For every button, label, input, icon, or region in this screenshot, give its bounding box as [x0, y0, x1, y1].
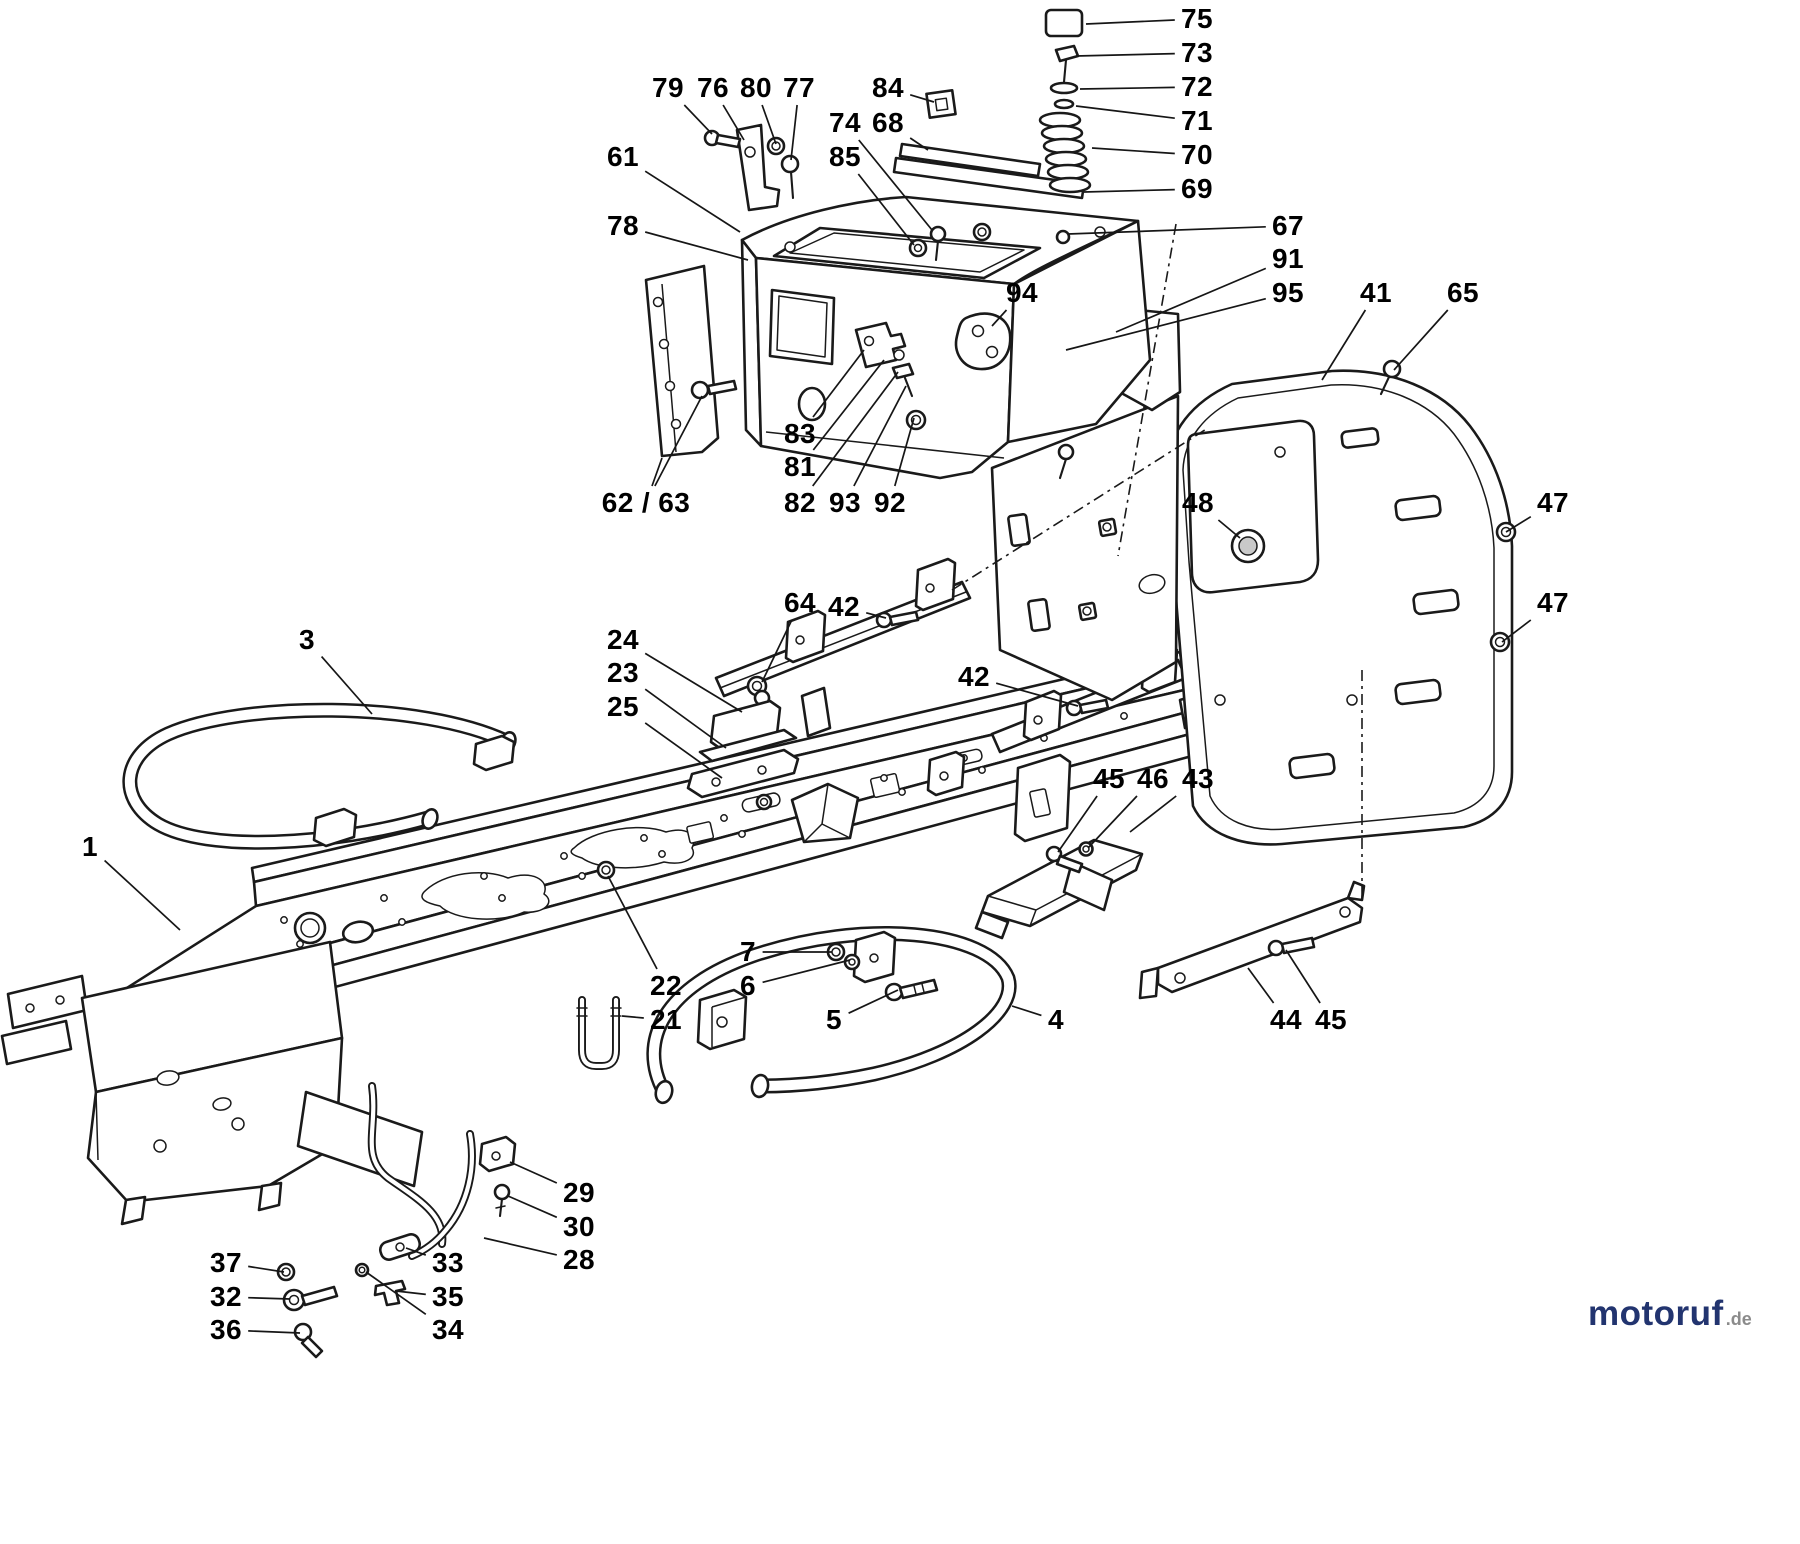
lower-brackets	[974, 753, 1366, 1000]
spring-assembly	[892, 8, 1092, 200]
floor-cutout	[421, 872, 550, 920]
strap-44	[1156, 896, 1364, 994]
brake-linkage	[276, 1082, 517, 1359]
bolt-45	[1267, 939, 1285, 957]
rear-panel-assembly	[1166, 359, 1517, 846]
bolt-42	[875, 611, 893, 629]
watermark-tld: .de	[1725, 1309, 1752, 1329]
bolt-63	[690, 380, 710, 400]
washer-72	[1049, 81, 1079, 95]
rear-bumper	[646, 926, 1017, 1105]
bolt-77	[780, 154, 800, 174]
leader-lines	[104, 19, 1532, 1334]
cam-94	[954, 312, 1012, 371]
screw-30	[493, 1183, 511, 1201]
watermark-logo[interactable]: motoruf.de	[1588, 1294, 1752, 1334]
side-bracket-62	[644, 264, 738, 458]
bolt-45	[1045, 845, 1063, 863]
spring-70	[1038, 111, 1092, 194]
bolt-65	[1382, 359, 1402, 379]
hole-67	[1055, 229, 1071, 245]
front-bumper	[122, 702, 517, 850]
latch-83	[854, 321, 907, 369]
bar-68	[898, 142, 1042, 178]
washer-71	[1053, 98, 1075, 110]
cap-75	[1044, 8, 1084, 38]
panel-door-48	[1186, 419, 1320, 594]
watermark-brand: motoruf	[1588, 1294, 1724, 1333]
u-bolt-21	[576, 996, 622, 1070]
support-plate	[990, 394, 1180, 702]
alignment-guides	[951, 223, 1363, 900]
bar-69	[892, 156, 1086, 200]
bolt-74	[929, 225, 947, 243]
upper-bracket	[703, 123, 800, 212]
clevis-35	[373, 1279, 407, 1307]
front-frame-box	[80, 940, 424, 1226]
console-assembly	[740, 195, 1152, 480]
bolt-73	[1054, 44, 1080, 63]
